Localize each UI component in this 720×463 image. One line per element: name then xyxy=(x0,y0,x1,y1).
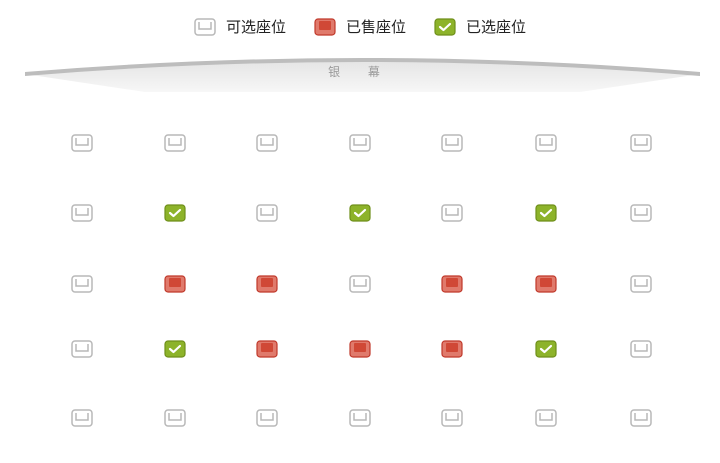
seat-available-r2c5[interactable] xyxy=(441,204,463,222)
seat-available-r1c2[interactable] xyxy=(164,134,186,152)
seat-available-r1c1[interactable] xyxy=(71,134,93,152)
available-seat-icon xyxy=(630,275,652,293)
seat-available-r1c4[interactable] xyxy=(349,134,371,152)
seat-available-r5c2[interactable] xyxy=(164,409,186,427)
sold-seat-icon xyxy=(349,340,371,358)
seat-available-r4c1[interactable] xyxy=(71,340,93,358)
available-seat-icon xyxy=(630,340,652,358)
seat-available-r5c3[interactable] xyxy=(256,409,278,427)
seat-sold-r4c5[interactable] xyxy=(441,340,463,358)
selected-seat-icon xyxy=(164,340,186,358)
seat-selected-r2c6[interactable] xyxy=(535,204,557,222)
available-seat-icon xyxy=(535,134,557,152)
available-seat-icon xyxy=(256,409,278,427)
available-seat-icon xyxy=(630,204,652,222)
seat-available-r5c1[interactable] xyxy=(71,409,93,427)
sold-seat-icon xyxy=(314,17,336,36)
available-seat-icon xyxy=(71,409,93,427)
seat-available-r5c5[interactable] xyxy=(441,409,463,427)
seat-available-r3c1[interactable] xyxy=(71,275,93,293)
available-seat-icon xyxy=(71,340,93,358)
seat-available-r2c7[interactable] xyxy=(630,204,652,222)
seat-sold-r3c3[interactable] xyxy=(256,275,278,293)
available-seat-icon xyxy=(164,134,186,152)
available-seat-icon xyxy=(256,134,278,152)
seat-sold-r3c2[interactable] xyxy=(164,275,186,293)
seat-selected-r2c2[interactable] xyxy=(164,204,186,222)
sold-seat-icon xyxy=(535,275,557,293)
seat-available-r2c3[interactable] xyxy=(256,204,278,222)
screen-label: 银 幕 xyxy=(328,65,392,79)
selected-seat-icon xyxy=(349,204,371,222)
seat-sold-r4c3[interactable] xyxy=(256,340,278,358)
seat-available-r2c1[interactable] xyxy=(71,204,93,222)
available-seat-icon xyxy=(349,275,371,293)
available-seat-icon xyxy=(535,409,557,427)
seat-available-r5c6[interactable] xyxy=(535,409,557,427)
selected-seat-icon xyxy=(535,204,557,222)
legend-available: 可选座位 xyxy=(194,16,286,37)
available-seat-icon xyxy=(630,134,652,152)
selected-seat-icon xyxy=(164,204,186,222)
seat-legend: 可选座位 已售座位 已选座位 xyxy=(0,16,720,37)
seat-available-r4c7[interactable] xyxy=(630,340,652,358)
seat-available-r5c4[interactable] xyxy=(349,409,371,427)
seat-sold-r4c4[interactable] xyxy=(349,340,371,358)
seat-selected-r4c2[interactable] xyxy=(164,340,186,358)
available-seat-icon xyxy=(71,275,93,293)
sold-seat-icon xyxy=(164,275,186,293)
legend-available-label: 可选座位 xyxy=(225,18,286,36)
selected-seat-icon xyxy=(535,340,557,358)
seat-available-r5c7[interactable] xyxy=(630,409,652,427)
seat-sold-r3c5[interactable] xyxy=(441,275,463,293)
seat-available-r3c7[interactable] xyxy=(630,275,652,293)
screen-shape xyxy=(25,58,700,92)
sold-seat-icon xyxy=(256,275,278,293)
available-seat-icon xyxy=(441,134,463,152)
seat-selected-r2c4[interactable] xyxy=(349,204,371,222)
legend-sold: 已售座位 xyxy=(314,16,406,37)
available-seat-icon xyxy=(71,204,93,222)
available-seat-icon xyxy=(164,409,186,427)
sold-seat-icon xyxy=(256,340,278,358)
sold-seat-icon xyxy=(441,275,463,293)
sold-seat-icon xyxy=(441,340,463,358)
available-seat-icon xyxy=(441,409,463,427)
seat-selected-r4c6[interactable] xyxy=(535,340,557,358)
available-seat-icon xyxy=(630,409,652,427)
available-seat-icon xyxy=(349,409,371,427)
seat-available-r1c6[interactable] xyxy=(535,134,557,152)
available-seat-icon xyxy=(194,17,216,36)
seat-sold-r3c6[interactable] xyxy=(535,275,557,293)
legend-selected: 已选座位 xyxy=(434,16,526,37)
seat-available-r3c4[interactable] xyxy=(349,275,371,293)
available-seat-icon xyxy=(256,204,278,222)
available-seat-icon xyxy=(71,134,93,152)
legend-selected-label: 已选座位 xyxy=(466,18,527,36)
legend-sold-label: 已售座位 xyxy=(345,18,406,36)
available-seat-icon xyxy=(349,134,371,152)
seat-available-r1c3[interactable] xyxy=(256,134,278,152)
seat-available-r1c5[interactable] xyxy=(441,134,463,152)
available-seat-icon xyxy=(441,204,463,222)
selected-seat-icon xyxy=(434,17,456,36)
seat-available-r1c7[interactable] xyxy=(630,134,652,152)
